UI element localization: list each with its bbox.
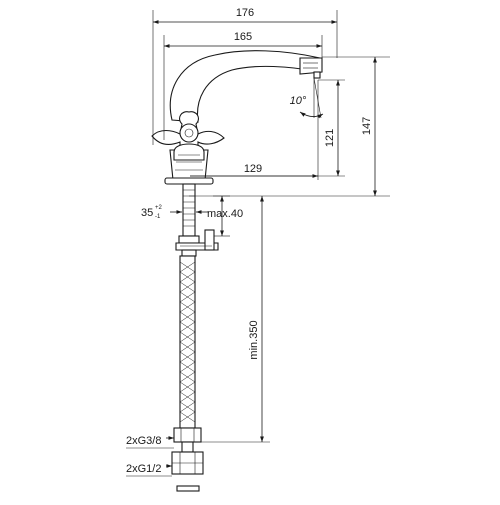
- hose-connection-label: 2xG3/8: [126, 435, 161, 447]
- dim-147-label: 147: [361, 117, 373, 135]
- supply-connection-label: 2xG1/2: [126, 463, 161, 475]
- faucet-body: [151, 50, 323, 185]
- dim-176-label: 176: [236, 7, 254, 19]
- dim-129-label: 129: [244, 163, 262, 175]
- dim-max40-label: max.40: [207, 208, 243, 220]
- dim-165-label: 165: [234, 31, 252, 43]
- dim-35-tol-plus: +2: [155, 205, 163, 211]
- dim-35-tol-minus: -1: [155, 214, 161, 220]
- flex-hose: [171, 255, 204, 492]
- dimension-lines: [126, 10, 390, 477]
- shank-assembly: [175, 183, 219, 257]
- dim-min350-label: min.350: [248, 320, 260, 359]
- dim-121-label: 121: [324, 129, 336, 147]
- dim-35-label: 35: [141, 207, 153, 219]
- dim-angle-label: 10°: [290, 95, 307, 107]
